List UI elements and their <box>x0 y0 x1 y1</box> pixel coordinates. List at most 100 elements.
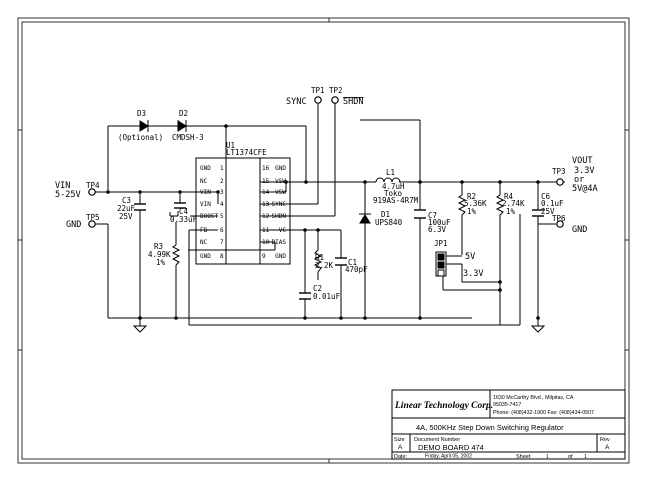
d2-part: CMDSH-3 <box>172 133 204 142</box>
vin-range-label: 5-25V <box>55 190 81 200</box>
shdn-label: SHDN <box>343 97 363 107</box>
u1-pin-name: SHDN <box>272 213 287 220</box>
u1-part: LT1374CFE <box>226 148 267 157</box>
wires <box>95 112 565 326</box>
l1-value: 4.7uH <box>382 182 405 191</box>
d1-label: D1 <box>381 210 390 219</box>
u1-pin-number: 8 <box>220 253 224 260</box>
u1-pin-name: NC <box>200 178 208 185</box>
sync-label: SYNC <box>286 97 306 107</box>
u1-pin-name: BOOST <box>200 213 218 220</box>
c6-voltage: 25V <box>541 207 555 216</box>
company-address-1: 1630 McCarthy Blvd., Milpitas, CA <box>493 395 574 401</box>
u1-pin-number: 5 <box>220 213 224 220</box>
u1-pin-number: 14 <box>262 189 270 196</box>
c2-value: 0.01uF <box>313 292 341 301</box>
u1-pin-name: BIAS <box>272 239 287 246</box>
r2-value: 5.36K <box>464 199 487 208</box>
c1-label: C1 <box>348 258 357 267</box>
tp3-label: TP3 <box>552 167 566 176</box>
jp1-jumper-symbol <box>435 251 447 277</box>
vout-3v3-label: 3.3V <box>574 166 594 176</box>
c6-label: C6 <box>541 192 551 201</box>
u1-label: U1 <box>226 141 235 150</box>
u1-pin-number: 10 <box>262 239 270 246</box>
of-label: of <box>568 454 573 460</box>
l1-label: L1 <box>386 168 395 177</box>
u1-pin-number: 2 <box>220 178 224 185</box>
u1-pin-number: 13 <box>262 201 270 208</box>
u1-pin-number: 7 <box>220 239 224 246</box>
c7-value: 100uF <box>428 218 451 227</box>
u1-pin-number: 4 <box>220 201 224 208</box>
u1-pin-name: GND <box>275 165 286 172</box>
c7-voltage: 6.3V <box>428 225 447 234</box>
c4-value: 0.33uF <box>170 215 198 224</box>
input-gnd-label: GND <box>66 220 81 230</box>
r3-tolerance: 1% <box>156 258 166 267</box>
u1-pin-name: GND <box>200 165 211 172</box>
u1-pin-number: 6 <box>220 227 224 234</box>
company-address-2: 95035-7417 <box>493 402 521 408</box>
d3-note: (Optional) <box>118 133 163 142</box>
r1-value: 2.2K <box>315 261 334 270</box>
u1-pin-name: VIN <box>200 189 211 196</box>
u1-pin-name: VSW <box>275 178 286 185</box>
u1-pin-name: GND <box>275 253 286 260</box>
u1-pin-name: GND <box>200 253 211 260</box>
vout-5v-label: 5V@4A <box>572 184 598 194</box>
tp6-label: TP6 <box>552 214 566 223</box>
sheet-label: Sheet <box>516 454 531 460</box>
u1-pin-name: FB <box>200 227 208 234</box>
company-name: Linear Technology Corp. <box>394 401 493 411</box>
jp1-label: JP1 <box>434 239 448 248</box>
r4-value: 2.74K <box>502 199 525 208</box>
vout-label: VOUT <box>572 156 592 166</box>
jp1-3v3-label: 3.3V <box>463 269 483 279</box>
tp1-label: TP1 <box>311 86 325 95</box>
r2-label: R2 <box>467 192 476 201</box>
u1-pin-name: VSW <box>275 189 286 196</box>
junction-dots <box>106 124 540 320</box>
ground-symbol-2 <box>530 318 546 333</box>
tp3-pad <box>556 178 564 186</box>
title-block <box>391 389 626 460</box>
ground-symbols <box>132 318 546 333</box>
c3-voltage: 25V <box>119 212 133 221</box>
u1-pin-number: 15 <box>262 178 270 185</box>
tp2-pad <box>331 96 339 104</box>
d2-label: D2 <box>179 109 188 118</box>
rev-label: Rev <box>600 437 610 443</box>
u1-pin-number: 1 <box>220 165 224 172</box>
date-value: Friday, April 05, 2002 <box>425 454 472 460</box>
size-value: A <box>398 444 403 451</box>
company-phone: Phone: (408)432-1900 Fax: (408)434-0507 <box>493 410 594 416</box>
document-number: DEMO BOARD 474 <box>418 443 484 452</box>
d3-label: D3 <box>137 109 146 118</box>
d1-part: UPS840 <box>375 218 403 227</box>
tp5-label: TP5 <box>86 213 100 222</box>
c7-label: C7 <box>428 211 437 220</box>
vout-or-label: or <box>574 175 584 185</box>
tp6-pad <box>556 220 564 228</box>
output-gnd-label: GND <box>572 225 587 235</box>
r2-tolerance: 1% <box>467 207 477 216</box>
rev-value: A <box>605 444 610 451</box>
jp1-5v-label: 5V <box>465 252 475 262</box>
r4-tolerance: 1% <box>506 207 516 216</box>
d1-diode-symbol <box>359 213 371 224</box>
tp1-pad <box>314 96 322 104</box>
u1-pin-name: NC <box>200 239 208 246</box>
l1-inductor-symbol <box>375 177 401 183</box>
c3-label: C3 <box>122 196 131 205</box>
l1-manufacturer: Toko <box>384 189 403 198</box>
r3-value: 4.99K <box>148 250 171 259</box>
u1-pin-number: 12 <box>262 213 270 220</box>
document-number-label: Document Number <box>414 437 460 443</box>
tp5-pad <box>88 220 96 228</box>
r4-label: R4 <box>504 192 514 201</box>
tp4-pad <box>88 188 96 196</box>
drawing-title: 4A, 500KHz Step Down Switching Regulator <box>416 423 564 432</box>
